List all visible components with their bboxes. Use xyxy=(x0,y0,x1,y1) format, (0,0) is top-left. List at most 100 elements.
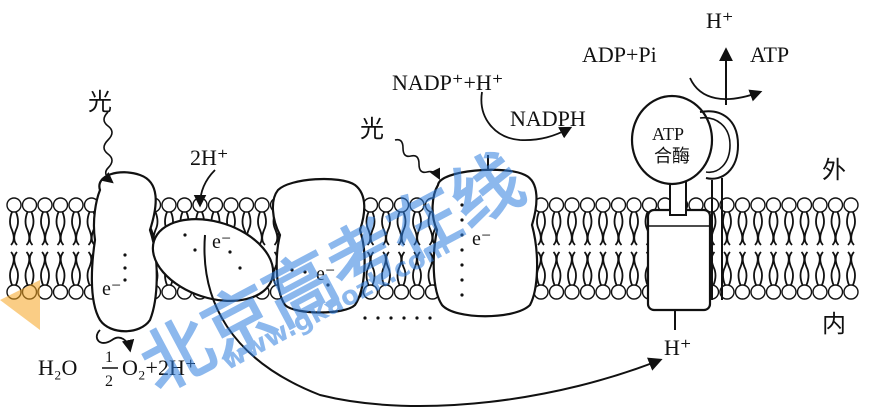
lipid-tail xyxy=(630,212,638,245)
light-wave-left xyxy=(104,112,112,182)
lipid-head xyxy=(829,285,843,299)
lipid-tail xyxy=(41,252,49,285)
lipid-tail xyxy=(739,252,747,285)
lipid-head xyxy=(844,285,858,299)
lipid-head xyxy=(162,198,176,212)
arrow-water-splitting xyxy=(97,330,130,350)
lipid-tail xyxy=(770,212,778,245)
lipid-tail xyxy=(723,212,731,245)
lipid-tail xyxy=(770,252,778,285)
atp-synthase xyxy=(632,96,738,330)
lipid-tail xyxy=(723,252,731,285)
inside-label: 内 xyxy=(822,311,846,338)
lipid-tail xyxy=(785,212,793,245)
lipid-head xyxy=(829,198,843,212)
lipid-head xyxy=(240,198,254,212)
h-plus-bottom: H⁺ xyxy=(664,335,692,360)
atp-synthase-label-2: 合酶 xyxy=(654,146,690,166)
lipid-tail xyxy=(41,212,49,245)
nadph-label: NADPH xyxy=(510,106,586,131)
lipid-tail xyxy=(537,212,545,245)
lipid-head xyxy=(782,198,796,212)
water-half-denominator: 2 xyxy=(105,373,113,390)
lipid-head xyxy=(782,285,796,299)
lipid-tail xyxy=(599,252,607,285)
lipid-head xyxy=(736,198,750,212)
lipid-tail xyxy=(553,252,561,285)
lipid-head xyxy=(69,198,83,212)
lipid-tail xyxy=(57,212,65,245)
lipid-head xyxy=(581,285,595,299)
lipid-tail xyxy=(785,252,793,285)
light-label-mid: 光 xyxy=(360,116,384,143)
lipid-head xyxy=(38,198,52,212)
nadp-reaction-label: NADP⁺+H⁺ xyxy=(392,70,503,95)
outside-label: 外 xyxy=(822,157,846,184)
lipid-tail xyxy=(847,252,855,285)
lipid-tail xyxy=(26,212,34,245)
lipid-head xyxy=(224,198,238,212)
h-plus-top: H⁺ xyxy=(706,8,734,33)
lipid-head xyxy=(550,285,564,299)
lipid-head xyxy=(767,198,781,212)
two-h-plus-top: 2H⁺ xyxy=(190,145,229,170)
photosystem-ii xyxy=(92,172,157,331)
lipid-head xyxy=(23,198,37,212)
lipid-head xyxy=(565,198,579,212)
lipid-tail xyxy=(72,252,80,285)
lipid-head xyxy=(612,285,626,299)
lipid-head xyxy=(612,198,626,212)
lipid-tail xyxy=(615,252,623,285)
lipid-head xyxy=(54,198,68,212)
water-half-numerator: 1 xyxy=(105,349,113,366)
lipid-head xyxy=(627,198,641,212)
lipid-tail xyxy=(754,212,762,245)
lipid-tail xyxy=(568,252,576,285)
lipid-head xyxy=(7,198,21,212)
lipid-head xyxy=(798,285,812,299)
atp-synthase-label-1: ATP xyxy=(652,124,684,144)
lipid-tail xyxy=(584,252,592,285)
lipid-tail xyxy=(847,212,855,245)
lipid-tail xyxy=(630,252,638,285)
lipid-head xyxy=(751,285,765,299)
lipid-head xyxy=(736,285,750,299)
lipid-tail xyxy=(553,212,561,245)
lipid-tail xyxy=(599,212,607,245)
lipid-head xyxy=(596,198,610,212)
lipid-head xyxy=(813,198,827,212)
electron-label-psii: e⁻ xyxy=(102,278,121,300)
lipid-head xyxy=(581,198,595,212)
lipid-tail xyxy=(816,212,824,245)
atp-label: ATP xyxy=(750,42,789,67)
lipid-tail xyxy=(568,212,576,245)
lipid-tail xyxy=(584,212,592,245)
lipid-tail xyxy=(801,212,809,245)
lipid-tail xyxy=(615,212,623,245)
lipid-head xyxy=(565,285,579,299)
lipid-head xyxy=(751,198,765,212)
lipid-head xyxy=(54,285,68,299)
lipid-head xyxy=(255,198,269,212)
lipid-tail xyxy=(258,212,266,245)
lipid-tail xyxy=(832,212,840,245)
lipid-tail xyxy=(72,212,80,245)
lipid-head xyxy=(844,198,858,212)
lipid-head xyxy=(550,198,564,212)
lipid-head xyxy=(596,285,610,299)
lipid-tail xyxy=(10,212,18,245)
lipid-head xyxy=(162,285,176,299)
lipid-head xyxy=(627,285,641,299)
lipid-tail xyxy=(816,252,824,285)
light-label-left: 光 xyxy=(88,89,112,116)
water-h2o-label: H₂O xyxy=(38,355,77,380)
lipid-tail xyxy=(537,252,545,285)
lipid-head xyxy=(813,285,827,299)
lipid-head xyxy=(798,198,812,212)
lipid-tail xyxy=(739,212,747,245)
lipid-head xyxy=(767,285,781,299)
lipid-tail xyxy=(10,252,18,285)
lipid-head xyxy=(69,285,83,299)
lipid-tail xyxy=(57,252,65,285)
